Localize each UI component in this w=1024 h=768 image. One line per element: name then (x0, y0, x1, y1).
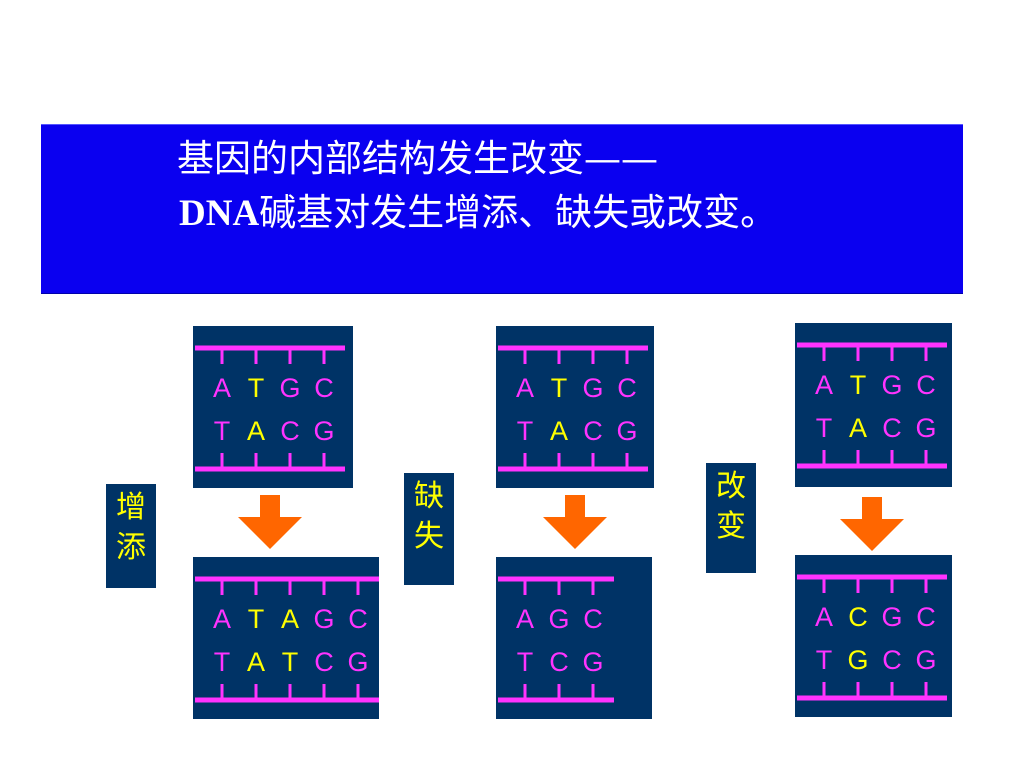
base-t: T (247, 604, 265, 634)
dna-ladder (498, 576, 614, 703)
base-g: G (548, 604, 570, 634)
base-t: T (815, 645, 833, 675)
base-c: C (583, 604, 603, 634)
dna-ladder (797, 574, 947, 701)
base-t: T (516, 647, 534, 677)
base-c: C (848, 602, 868, 632)
down-arrow-icon (840, 497, 904, 551)
base-c: C (280, 416, 300, 446)
base-g: G (881, 370, 903, 400)
base-g: G (279, 373, 301, 403)
title-line-1: 基因的内部结构发生改变—— (177, 137, 658, 180)
base-g: G (881, 602, 903, 632)
label-char: 变 (716, 509, 746, 544)
base-a: A (814, 370, 833, 400)
base-t: T (516, 416, 534, 446)
base-a: A (515, 604, 534, 634)
label-char: 失 (414, 519, 444, 554)
base-g: G (847, 645, 869, 675)
base-c: C (916, 370, 936, 400)
title-line-2-rest: 碱基对发生增添、缺失或改变。 (259, 191, 778, 234)
base-g: G (616, 416, 638, 446)
title-dna-text: DNA (179, 193, 260, 234)
base-g: G (915, 413, 937, 443)
dna-ladder (797, 342, 947, 469)
mutation-type-label-2: 缺失 (404, 473, 454, 585)
base-g: G (582, 373, 604, 403)
base-g: G (582, 647, 604, 677)
base-a: A (246, 416, 265, 446)
base-t: T (281, 647, 299, 677)
base-c: C (882, 413, 902, 443)
label-char: 增 (116, 490, 146, 525)
base-c: C (916, 602, 936, 632)
base-a: A (212, 373, 231, 403)
base-a: A (280, 604, 299, 634)
base-g: G (347, 647, 369, 677)
base-c: C (583, 416, 603, 446)
down-arrow-icon (543, 495, 607, 549)
mutation-type-label-1: 增添 (106, 484, 156, 588)
base-t: T (849, 370, 867, 400)
base-c: C (314, 373, 334, 403)
dna-ladder (195, 345, 345, 472)
base-c: C (348, 604, 368, 634)
dna-ladder (195, 576, 379, 703)
label-char: 改 (716, 469, 746, 504)
base-g: G (313, 416, 335, 446)
base-a: A (515, 373, 534, 403)
base-a: A (848, 413, 867, 443)
base-g: G (313, 604, 335, 634)
base-a: A (814, 602, 833, 632)
label-char: 缺 (414, 479, 444, 514)
base-t: T (213, 647, 231, 677)
down-arrow-icon (238, 495, 302, 549)
base-t: T (550, 373, 568, 403)
base-a: A (549, 416, 568, 446)
base-t: T (213, 416, 231, 446)
base-c: C (882, 645, 902, 675)
dna-ladder (498, 345, 648, 472)
mutation-type-label-3: 改变 (706, 463, 756, 573)
base-t: T (247, 373, 265, 403)
base-c: C (617, 373, 637, 403)
base-g: G (915, 645, 937, 675)
title-banner: 基因的内部结构发生改变—— DNA碱基对发生增添、缺失或改变。 (41, 124, 963, 294)
base-c: C (314, 647, 334, 677)
base-a: A (212, 604, 231, 634)
label-char: 添 (116, 530, 146, 565)
base-t: T (815, 413, 833, 443)
title-line-2: DNA碱基对发生增添、缺失或改变。 (179, 191, 777, 236)
base-a: A (246, 647, 265, 677)
base-c: C (549, 647, 569, 677)
